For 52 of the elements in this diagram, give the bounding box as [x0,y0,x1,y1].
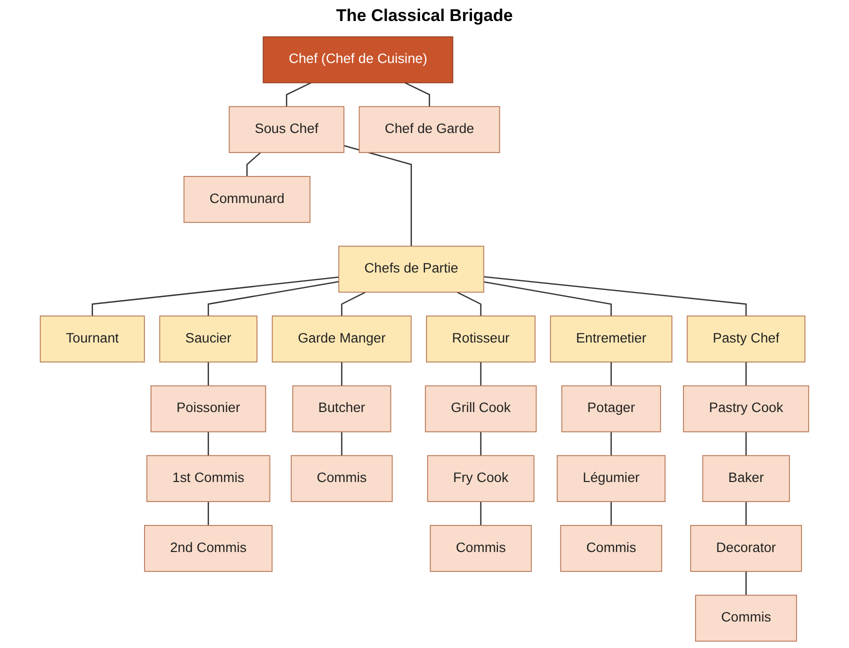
node-box: Chef (Chef de Cuisine) [262,36,454,84]
node-box: 1st Commis [146,455,270,502]
node-box: Commis [430,525,532,572]
node-box: Tournant [40,316,145,362]
node-box: Fry Cook [427,455,534,502]
node-box: Pastry Cook [683,385,810,432]
connector [610,432,612,456]
node-box: Baker [702,455,790,502]
connector [208,432,209,456]
node-box: 2nd Commis [144,525,273,572]
connector [745,362,747,386]
connector [344,145,412,246]
node-box: Sous Chef [228,106,344,153]
node-box: Pasty Chef [686,316,806,362]
node-box: Commis [695,594,797,642]
connector [208,281,339,316]
node-box: Communard [184,176,310,223]
connector [246,152,261,176]
node-box: Légumier [556,455,666,502]
connector [480,362,482,386]
connector [480,502,482,526]
node-box: Commis [560,525,662,572]
connector [484,281,612,316]
node-box: Poissonier [150,385,266,432]
node-box: Decorator [690,525,802,572]
connector [92,276,339,316]
node-box: Saucier [159,316,258,362]
connector [610,362,612,386]
node-box: Chefs de Partie [338,246,484,293]
connector [610,502,612,526]
connector [745,571,747,596]
diagram-title: The Classical Brigade [336,6,513,26]
connector [456,292,482,316]
connector [341,362,342,386]
connector [208,362,209,386]
connector [286,82,312,107]
connector [341,292,366,316]
connector [404,82,430,107]
node-box: Commis [290,455,393,502]
connector [484,276,747,316]
connector [480,432,482,456]
node-box: Butcher [292,385,392,432]
node-box: Chef de Garde [358,106,500,153]
node-box: Garde Manger [272,316,412,362]
connector [745,432,747,456]
node-box: Rotisseur [426,316,536,362]
connector [341,432,342,456]
node-box: Entremetier [550,316,672,362]
connector [208,502,209,526]
node-box: Potager [561,385,661,432]
connector [745,502,747,526]
node-box: Grill Cook [424,385,537,432]
